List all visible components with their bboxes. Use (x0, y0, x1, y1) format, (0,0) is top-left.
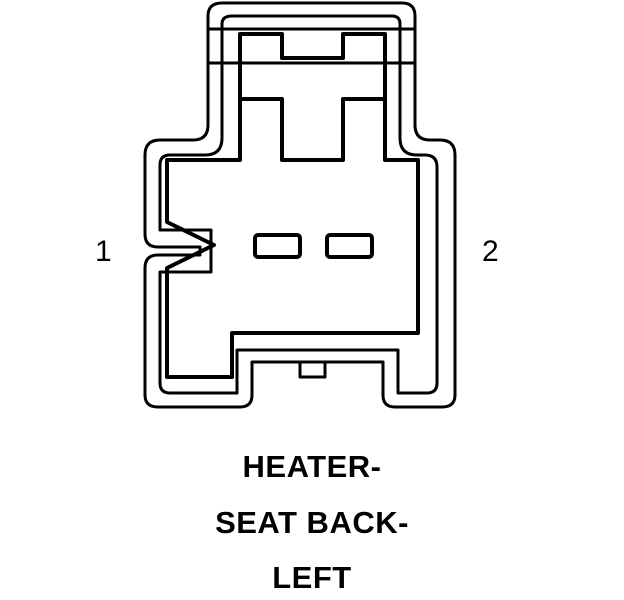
connector-body (238, 32, 387, 162)
pin-label-1: 1 (95, 235, 112, 268)
connector-body-lower (165, 97, 420, 379)
connector-housing-inner (158, 14, 439, 395)
key-notch (298, 360, 327, 379)
pin-label-2: 2 (482, 235, 499, 268)
caption-line-1: HEATER- (242, 449, 382, 484)
terminal-cavity-1 (253, 233, 302, 259)
caption-line-3: LEFT (272, 560, 352, 595)
connector-housing-outer (143, 1, 457, 409)
caption-line-2: SEAT BACK- (215, 505, 409, 540)
terminal-cavity-2 (325, 233, 374, 259)
